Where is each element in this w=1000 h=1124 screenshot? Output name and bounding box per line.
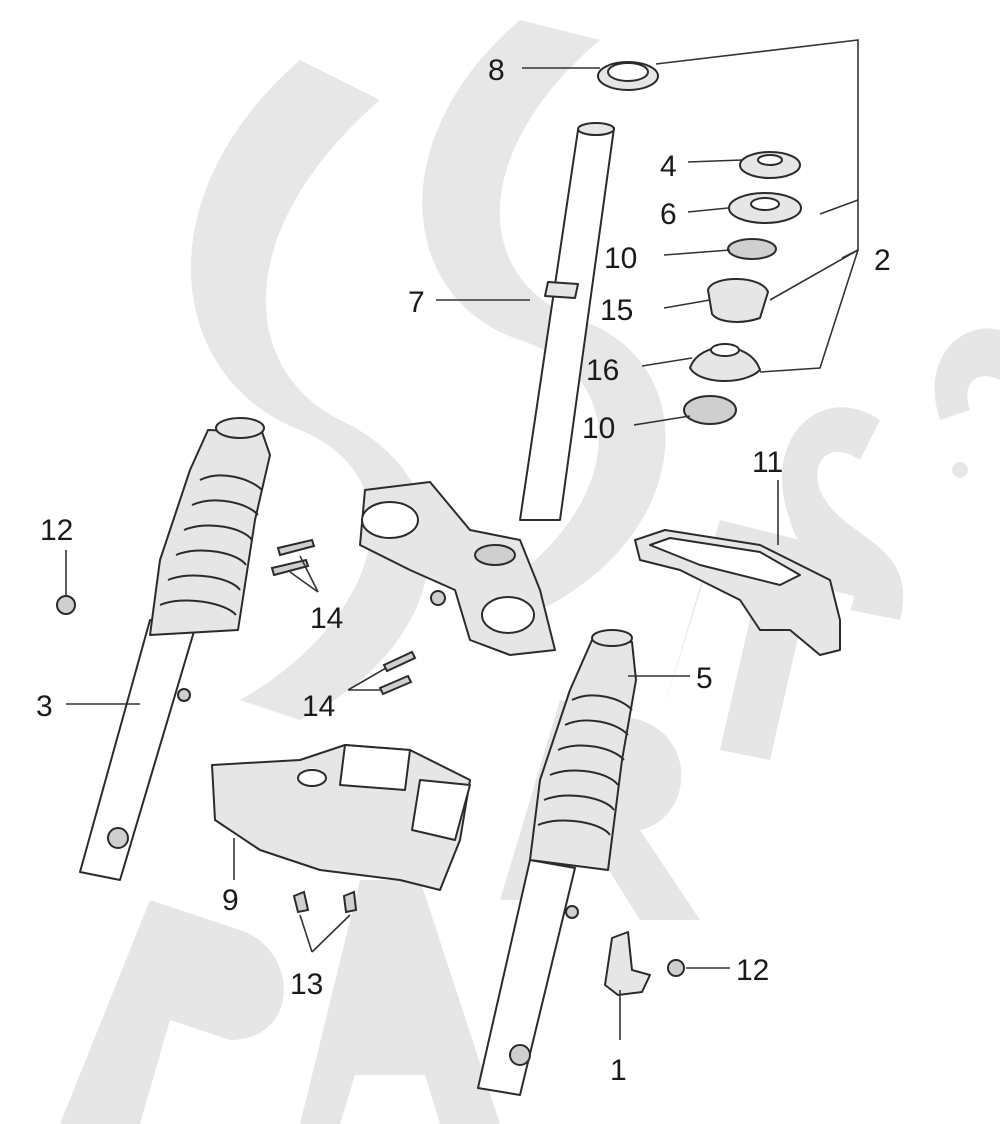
top-lock-nut[interactable] (597, 61, 659, 91)
callout-3: 3 (36, 690, 53, 723)
callout-9: 9 (222, 884, 239, 917)
callout-1: 1 (610, 1054, 627, 1087)
bolt-12b[interactable] (667, 959, 685, 977)
bearing-cone-16[interactable] (689, 346, 761, 382)
callout-12b: 12 (736, 954, 769, 987)
callout-7: 7 (408, 286, 425, 319)
callout-12a: 12 (40, 514, 73, 547)
callout-4: 4 (660, 150, 677, 183)
callout-15: 15 (600, 294, 633, 327)
callout-16: 16 (586, 354, 619, 387)
callouts: 8 4 6 10 2 7 15 16 10 11 12 14 3 14 5 9 … (36, 54, 891, 1087)
fork-cover[interactable] (634, 529, 841, 656)
callout-10a: 10 (604, 242, 637, 275)
callout-14b: 14 (302, 690, 335, 723)
callout-5: 5 (696, 662, 713, 695)
bearing-stack[interactable] (683, 151, 802, 425)
ball-bearing-10b[interactable] (683, 395, 737, 425)
right-fork-leg[interactable] (477, 629, 637, 1096)
bolt-12a[interactable] (56, 595, 76, 615)
bolts-14a[interactable] (270, 538, 316, 577)
callout-14a: 14 (310, 602, 343, 635)
ball-bearing-10a[interactable] (727, 238, 777, 260)
bolts-14b[interactable] (378, 650, 417, 696)
watermark-swoosh-1 (190, 60, 430, 720)
leader-lines (65, 39, 859, 1040)
callout-6: 6 (660, 198, 677, 231)
callout-13: 13 (290, 968, 323, 1001)
small-bracket[interactable] (604, 931, 651, 996)
callout-11: 11 (752, 446, 783, 479)
steering-stem[interactable] (359, 122, 615, 656)
callout-10b: 10 (582, 412, 615, 445)
callout-8: 8 (488, 54, 505, 87)
front-fender-bracket[interactable] (211, 744, 471, 891)
left-fork-leg[interactable] (79, 417, 271, 881)
screws-13[interactable] (292, 890, 358, 914)
watermark-swoosh-2 (422, 20, 666, 610)
callout-2: 2 (874, 244, 891, 277)
bearing-cup-15[interactable] (707, 278, 769, 323)
